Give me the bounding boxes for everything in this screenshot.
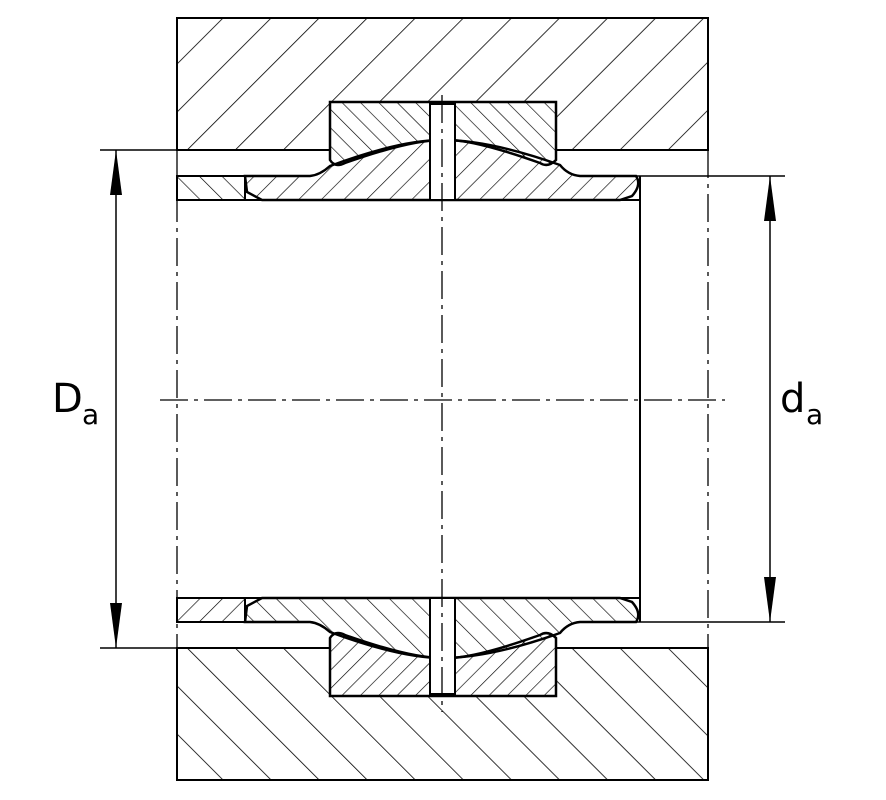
arrow-up-icon: [110, 150, 122, 195]
arrow-down-icon: [764, 577, 776, 622]
label-da-sub: a: [806, 398, 823, 431]
label-Da-sub: a: [82, 398, 99, 431]
dimension-da: d a: [764, 176, 823, 622]
center-lines: [160, 18, 725, 781]
arrow-up-icon: [764, 176, 776, 221]
label-Da-main: D: [52, 376, 83, 422]
arrow-down-icon: [110, 603, 122, 648]
label-da-main: d: [780, 376, 805, 422]
dimension-Da: D a: [52, 150, 122, 648]
